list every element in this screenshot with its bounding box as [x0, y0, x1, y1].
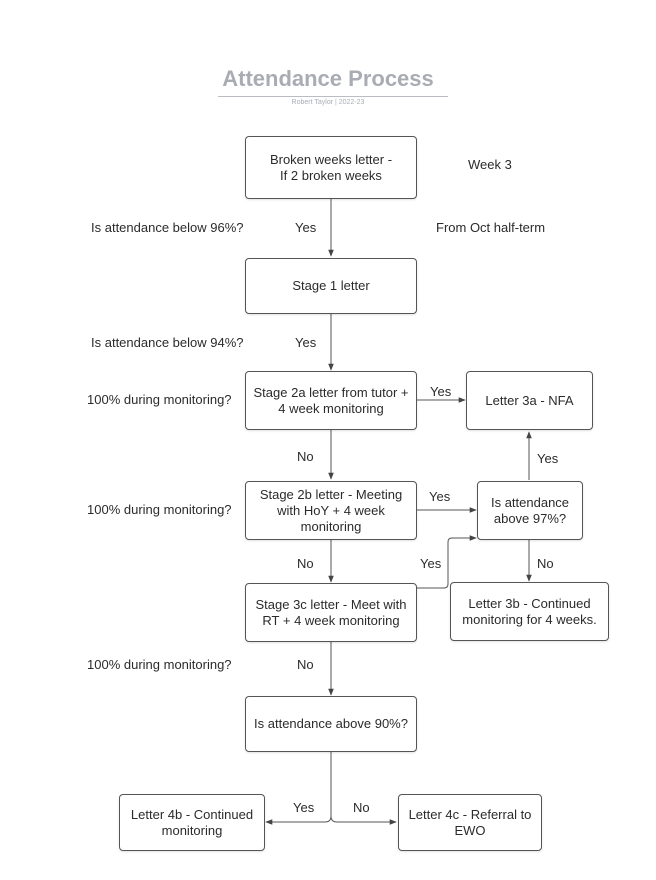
edge-label-yes-90-4b: Yes — [293, 800, 315, 815]
stage3c-letter-text: Stage 3c letter - Meet with RT + 4 week … — [255, 596, 407, 628]
week3-note: Week 3 — [468, 157, 512, 172]
edge-label-no-3c-90: No — [297, 657, 314, 672]
edge-label-yes-2a-3a: Yes — [430, 384, 452, 399]
letter3a-box: Letter 3a - NFA — [466, 371, 593, 430]
stage1-letter-box: Stage 1 letter — [245, 258, 417, 314]
letter4b-text: Letter 4b - Continued monitoring — [130, 806, 254, 838]
letter4c-text: Letter 4c - Referral to EWO — [408, 806, 532, 838]
edge-decision90-to-letter4c — [330, 815, 397, 825]
letter4b-box: Letter 4b - Continued monitoring — [119, 794, 265, 851]
edge-label-no-2a-2b: No — [297, 449, 314, 464]
edge-label-yes-3c-97: Yes — [420, 556, 442, 571]
letter3b-box: Letter 3b - Continued monitoring for 4 w… — [450, 582, 609, 641]
title-divider — [218, 96, 448, 97]
question-below-94: Is attendance below 94%? — [91, 335, 244, 350]
question-below-96: Is attendance below 96%? — [91, 220, 244, 235]
edge-label-no-97-3b: No — [537, 556, 554, 571]
stage2a-letter-text: Stage 2a letter from tutor + 4 week moni… — [253, 384, 409, 416]
stage3c-letter-box: Stage 3c letter - Meet with RT + 4 week … — [245, 583, 417, 642]
edge-label-yes-96: Yes — [295, 220, 317, 235]
stage1-letter-text: Stage 1 letter — [292, 278, 370, 293]
attendance-97-decision-text: Is attendance above 97%? — [490, 494, 570, 526]
page-subtitle: Robert Taylor | 2022-23 — [291, 99, 365, 106]
monitoring-question-1: 100% during monitoring? — [87, 392, 232, 407]
stage2a-letter-box: Stage 2a letter from tutor + 4 week moni… — [245, 371, 417, 430]
edge-label-yes-97-3a: Yes — [537, 451, 559, 466]
letter3b-text: Letter 3b - Continued monitoring for 4 w… — [462, 595, 597, 627]
stage2b-letter-text: Stage 2b letter - Meeting with HoY + 4 w… — [259, 486, 403, 534]
stage2b-letter-box: Stage 2b letter - Meeting with HoY + 4 w… — [245, 481, 417, 540]
letter3a-text: Letter 3a - NFA — [485, 392, 574, 408]
edge-label-no-90-4c: No — [353, 800, 370, 815]
monitoring-question-3: 100% during monitoring? — [87, 657, 232, 672]
attendance-90-decision-box: Is attendance above 90%? — [245, 696, 417, 752]
page-title: Attendance Process — [222, 66, 434, 91]
monitoring-question-2: 100% during monitoring? — [87, 502, 232, 517]
attendance-97-decision-box: Is attendance above 97%? — [477, 481, 583, 540]
from-oct-note: From Oct half-term — [436, 220, 546, 235]
broken-weeks-letter-text: Broken weeks letter - If 2 broken weeks — [269, 151, 393, 183]
attendance-90-decision-text: Is attendance above 90%? — [254, 716, 408, 731]
edge-label-yes-2b-97: Yes — [429, 489, 451, 504]
edge-label-no-2b-3c: No — [297, 556, 314, 571]
broken-weeks-letter-box: Broken weeks letter - If 2 broken weeks — [245, 136, 417, 199]
letter4c-box: Letter 4c - Referral to EWO — [398, 794, 542, 851]
edge-stage3c-to-decision97 — [417, 535, 477, 589]
edge-label-yes-94: Yes — [295, 335, 317, 350]
